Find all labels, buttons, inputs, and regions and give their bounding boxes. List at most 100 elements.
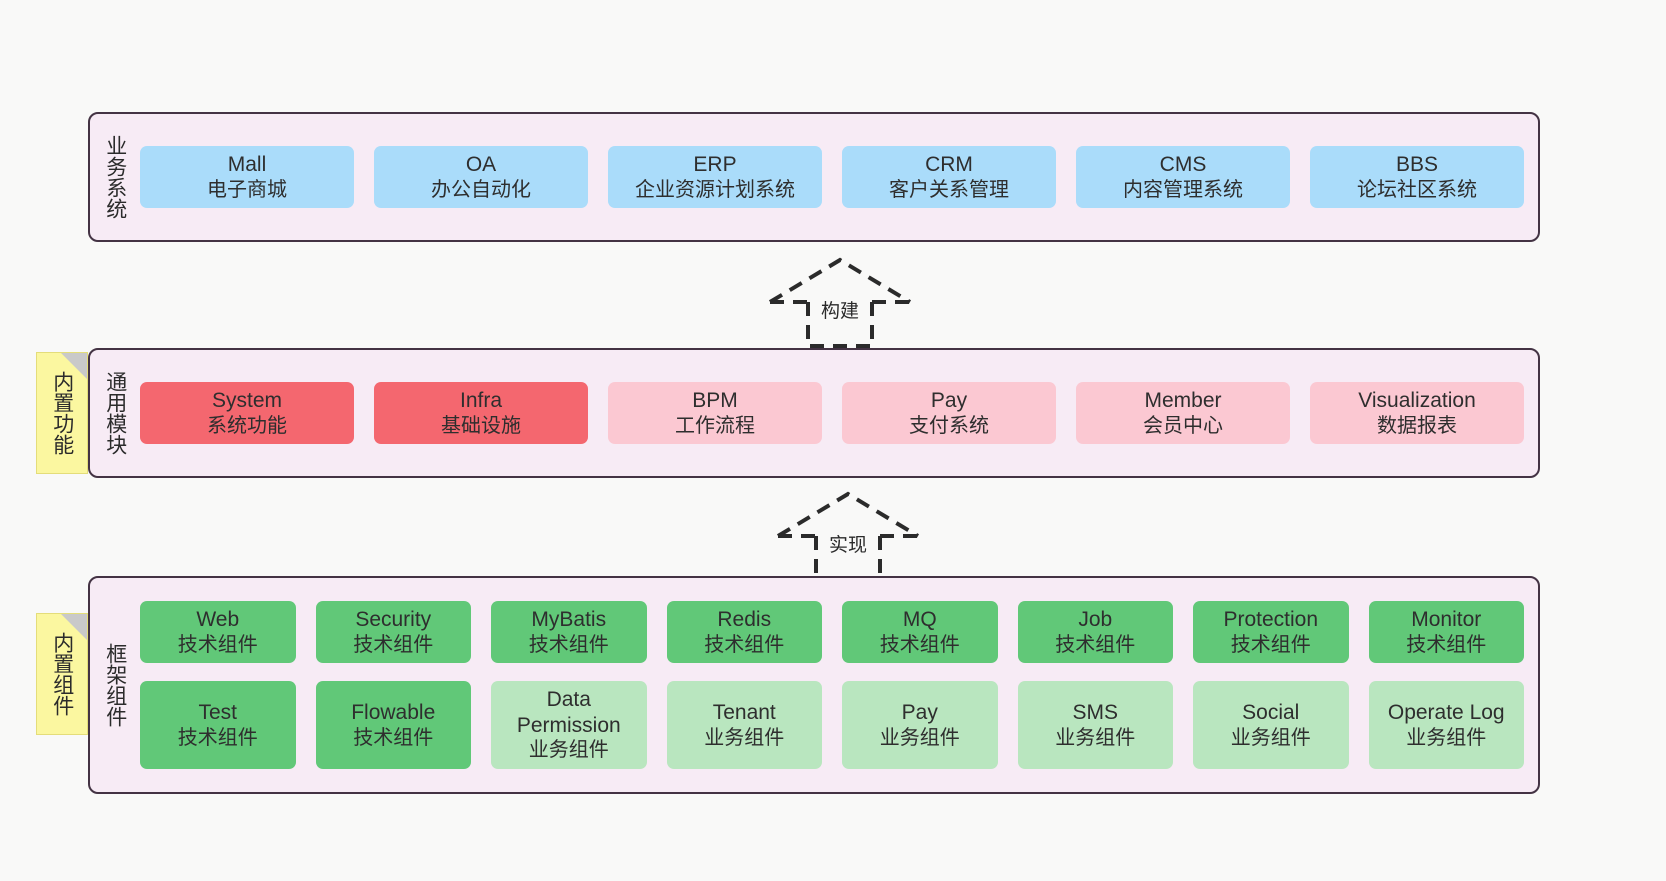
node-data-permission-title: Data Permission xyxy=(516,688,621,737)
node-operate-log-sub: 业务组件 xyxy=(1406,726,1487,749)
node-mybatis-title: MyBatis xyxy=(531,608,607,632)
node-erp-title: ERP xyxy=(693,153,737,176)
node-system[interactable]: System 系统功能 xyxy=(140,382,354,444)
node-test-sub: 技术组件 xyxy=(177,726,258,749)
node-visualization-title: Visualization xyxy=(1358,389,1476,412)
node-mybatis[interactable]: MyBatis 技术组件 xyxy=(491,601,647,664)
node-mq-title: MQ xyxy=(902,608,937,632)
node-data-permission[interactable]: Data Permission 业务组件 xyxy=(491,681,647,769)
node-infra-title: Infra xyxy=(459,389,503,412)
node-mall[interactable]: Mall 电子商城 xyxy=(140,146,354,208)
node-visualization[interactable]: Visualization 数据报表 xyxy=(1310,382,1524,444)
layer-framework-title: 框架组件 xyxy=(103,643,127,727)
node-infra[interactable]: Infra 基础设施 xyxy=(374,382,588,444)
node-tenant[interactable]: Tenant 业务组件 xyxy=(666,681,822,769)
node-data-permission-sub: 业务组件 xyxy=(528,739,609,762)
node-flowable[interactable]: Flowable 技术组件 xyxy=(315,681,471,769)
common-node-row: System 系统功能 Infra 基础设施 BPM 工作流程 Pay 支付系统… xyxy=(140,382,1524,444)
node-sms[interactable]: SMS 业务组件 xyxy=(1017,681,1173,769)
node-pay-component[interactable]: Pay 业务组件 xyxy=(842,681,998,769)
sticky-note-builtin-components-label: 内置组件 xyxy=(50,632,74,716)
node-bbs[interactable]: BBS 论坛社区系统 xyxy=(1310,146,1524,208)
node-pay-module-title: Pay xyxy=(930,389,968,412)
node-security[interactable]: Security 技术组件 xyxy=(315,601,471,664)
layer-business-systems: 业务系统 Mall 电子商城 OA 办公自动化 ERP 企业资源计划系统 CRM xyxy=(88,112,1540,242)
sticky-note-builtin-functions-label: 内置功能 xyxy=(50,371,74,455)
node-bpm-sub: 工作流程 xyxy=(675,414,755,437)
sticky-note-builtin-functions: 内置功能 xyxy=(36,352,88,474)
node-member-sub: 会员中心 xyxy=(1143,414,1223,437)
layer-common-title: 通用模块 xyxy=(103,371,127,455)
node-cms-sub: 内容管理系统 xyxy=(1123,178,1243,201)
node-pay-module-sub: 支付系统 xyxy=(909,414,989,437)
node-monitor-sub: 技术组件 xyxy=(1406,633,1487,656)
node-erp-sub: 企业资源计划系统 xyxy=(635,178,795,201)
layer-business-body: Mall 电子商城 OA 办公自动化 ERP 企业资源计划系统 CRM 客户关系… xyxy=(134,120,1524,234)
node-system-sub: 系统功能 xyxy=(207,414,287,437)
node-cms[interactable]: CMS 内容管理系统 xyxy=(1076,146,1290,208)
node-job-title: Job xyxy=(1078,608,1113,632)
business-node-row: Mall 电子商城 OA 办公自动化 ERP 企业资源计划系统 CRM 客户关系… xyxy=(140,146,1524,208)
node-erp[interactable]: ERP 企业资源计划系统 xyxy=(608,146,822,208)
node-bbs-sub: 论坛社区系统 xyxy=(1357,178,1477,201)
node-bpm[interactable]: BPM 工作流程 xyxy=(608,382,822,444)
node-protection[interactable]: Protection 技术组件 xyxy=(1193,601,1349,664)
node-cms-title: CMS xyxy=(1159,153,1207,176)
node-protection-sub: 技术组件 xyxy=(1230,633,1311,656)
connector-build-label: 构建 xyxy=(820,301,860,322)
node-infra-sub: 基础设施 xyxy=(441,414,521,437)
node-mybatis-sub: 技术组件 xyxy=(528,633,609,656)
node-bbs-title: BBS xyxy=(1395,153,1439,176)
node-security-title: Security xyxy=(355,608,432,632)
node-oa[interactable]: OA 办公自动化 xyxy=(374,146,588,208)
node-mq-sub: 技术组件 xyxy=(879,633,960,656)
node-oa-sub: 办公自动化 xyxy=(431,178,531,201)
node-social-title: Social xyxy=(1242,700,1300,724)
layer-common-body: System 系统功能 Infra 基础设施 BPM 工作流程 Pay 支付系统… xyxy=(134,356,1524,470)
node-tenant-title: Tenant xyxy=(712,700,776,724)
node-job[interactable]: Job 技术组件 xyxy=(1017,601,1173,664)
node-monitor[interactable]: Monitor 技术组件 xyxy=(1368,601,1524,664)
node-crm[interactable]: CRM 客户关系管理 xyxy=(842,146,1056,208)
node-mall-sub: 电子商城 xyxy=(207,178,287,201)
connector-implement: 实现 xyxy=(768,488,928,583)
node-redis[interactable]: Redis 技术组件 xyxy=(666,601,822,664)
node-test[interactable]: Test 技术组件 xyxy=(140,681,296,769)
node-crm-sub: 客户关系管理 xyxy=(889,178,1009,201)
layer-framework-body: Web 技术组件 Security 技术组件 MyBatis 技术组件 Redi… xyxy=(134,584,1524,786)
connector-implement-label: 实现 xyxy=(828,535,868,556)
sticky-note-builtin-components: 内置组件 xyxy=(36,613,88,735)
layer-business-title: 业务系统 xyxy=(103,135,127,219)
framework-node-row-1: Web 技术组件 Security 技术组件 MyBatis 技术组件 Redi… xyxy=(140,601,1524,664)
node-tenant-sub: 业务组件 xyxy=(704,726,785,749)
node-flowable-sub: 技术组件 xyxy=(353,726,434,749)
node-pay-module[interactable]: Pay 支付系统 xyxy=(842,382,1056,444)
node-flowable-title: Flowable xyxy=(351,700,436,724)
connector-build-arrow-icon xyxy=(768,257,912,348)
node-mq[interactable]: MQ 技术组件 xyxy=(842,601,998,664)
node-member[interactable]: Member 会员中心 xyxy=(1076,382,1290,444)
node-pay-component-title: Pay xyxy=(901,700,938,724)
node-social-sub: 业务组件 xyxy=(1230,726,1311,749)
node-protection-title: Protection xyxy=(1223,608,1319,632)
connector-build: 构建 xyxy=(760,254,920,349)
node-redis-title: Redis xyxy=(717,608,772,632)
node-bpm-title: BPM xyxy=(692,389,738,412)
node-pay-component-sub: 业务组件 xyxy=(879,726,960,749)
node-crm-title: CRM xyxy=(925,153,973,176)
node-web-sub: 技术组件 xyxy=(177,633,258,656)
node-test-title: Test xyxy=(198,700,237,724)
layer-common-modules: 通用模块 System 系统功能 Infra 基础设施 BPM 工作流程 Pay xyxy=(88,348,1540,478)
node-member-title: Member xyxy=(1144,389,1222,412)
node-operate-log-title: Operate Log xyxy=(1387,700,1505,724)
node-security-sub: 技术组件 xyxy=(353,633,434,656)
node-web-title: Web xyxy=(196,608,240,632)
node-operate-log[interactable]: Operate Log 业务组件 xyxy=(1368,681,1524,769)
node-job-sub: 技术组件 xyxy=(1055,633,1136,656)
node-social[interactable]: Social 业务组件 xyxy=(1193,681,1349,769)
node-visualization-sub: 数据报表 xyxy=(1377,414,1457,437)
framework-node-row-2: Test 技术组件 Flowable 技术组件 Data Permission … xyxy=(140,681,1524,769)
node-redis-sub: 技术组件 xyxy=(704,633,785,656)
node-web[interactable]: Web 技术组件 xyxy=(140,601,296,664)
